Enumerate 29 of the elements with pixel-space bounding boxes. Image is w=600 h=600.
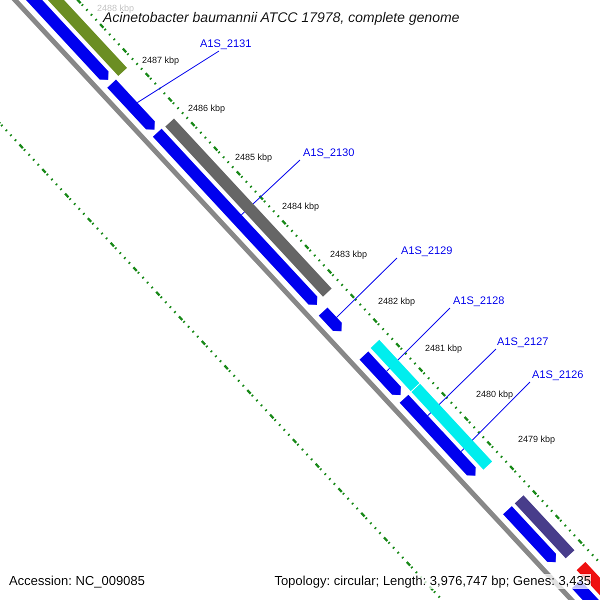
gene-label: A1S_2130	[303, 147, 354, 160]
gene-label: A1S_2129	[401, 245, 452, 258]
gene-label: A1S_2126	[532, 369, 584, 382]
gene-feature	[400, 394, 444, 440]
gene-feature	[107, 80, 155, 130]
gene-label: A1S_2127	[497, 336, 548, 349]
scale-label: 2485 kbp	[235, 152, 272, 162]
leader-line	[136, 50, 220, 104]
scale-label: 2486 kbp	[188, 103, 226, 114]
scale-label: 2487 kbp	[142, 55, 180, 66]
gene-feature	[503, 506, 556, 562]
scale-label: 2482 kbp	[378, 296, 416, 306]
scale-label: 2480 kbp	[476, 389, 514, 400]
gene-feature	[360, 351, 401, 396]
leader-line	[241, 160, 300, 216]
leader-line	[460, 382, 530, 452]
scale-label: 2483 kbp	[330, 249, 368, 260]
scale-label: 2479 kbp	[518, 434, 556, 444]
leader-line	[336, 258, 398, 318]
gene-label: A1S_2131	[200, 38, 252, 51]
scale-label: 2481 kbp	[425, 343, 462, 354]
genome-stats-text: Topology: circular; Length: 3,976,747 bp; Genes: 3,435	[274, 574, 591, 589]
leader-line	[386, 308, 450, 372]
leader-line	[427, 348, 496, 416]
scale-label: 2484 kbp	[282, 201, 320, 212]
accession-text: Accession: NC_009085	[9, 574, 145, 589]
gene-feature	[318, 308, 342, 332]
gene-feature	[434, 431, 476, 476]
gene-label: A1S_2128	[453, 295, 504, 308]
